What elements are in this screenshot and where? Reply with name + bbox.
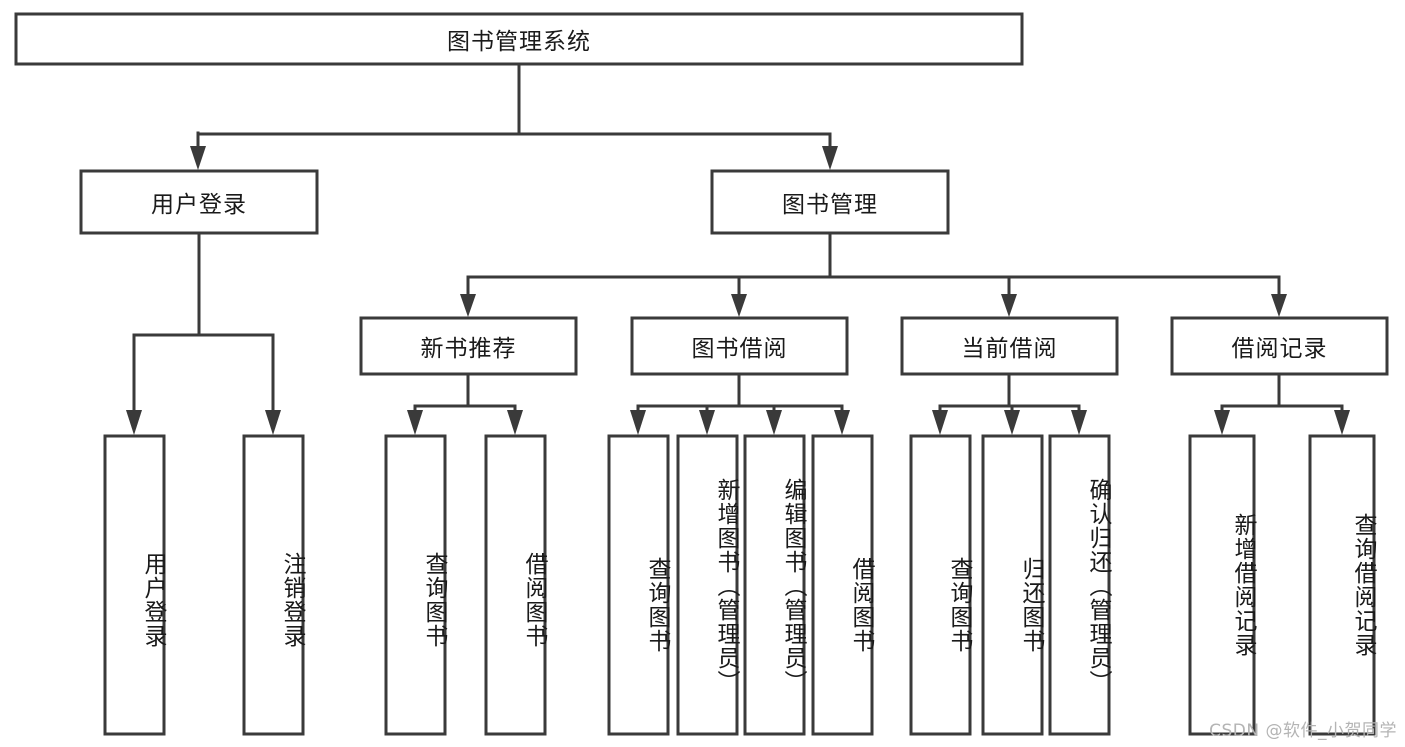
arrowhead-user-login-leaf-2 [265, 410, 281, 435]
arrowhead-current-borrow-leaf-1 [932, 410, 948, 435]
arrowhead-borrow-record-leaf-2 [1334, 410, 1350, 435]
arrowhead-book-borrow-leaf-3 [766, 410, 782, 435]
leaf-box-borrow-book[interactable] [811, 434, 874, 736]
leaf-box-query-borrow-record[interactable] [1308, 434, 1376, 736]
leaf-box-add-book-admin[interactable] [676, 434, 739, 736]
leaf-box-logout[interactable] [242, 434, 305, 736]
arrowhead-book-borrow-leaf-2 [699, 410, 715, 435]
arrowhead-root-to-book-manage [822, 146, 838, 170]
leaf-box-return-book[interactable] [981, 434, 1044, 736]
arrowhead-current-borrow-leaf-3 [1071, 410, 1087, 435]
arrowhead-user-login-leaf-1 [126, 410, 142, 435]
leaf-box-user-login[interactable] [103, 434, 166, 736]
arrowhead-book-manage-new-book [460, 294, 476, 317]
node-new-book-box[interactable] [359, 316, 578, 376]
arrowhead-current-borrow-leaf-2 [1004, 410, 1020, 435]
arrowhead-book-manage-borrow [731, 294, 747, 317]
arrowhead-borrow-record-leaf-1 [1214, 410, 1230, 435]
leaf-box-confirm-return-admin[interactable] [1048, 434, 1111, 736]
node-current-borrow-box[interactable] [900, 316, 1119, 376]
node-book-borrow-box[interactable] [630, 316, 849, 376]
node-book-manage-box[interactable] [710, 169, 950, 235]
node-root-box[interactable] [14, 12, 1024, 66]
leaf-box-query-book-current[interactable] [909, 434, 972, 736]
csdn-watermark: CSDN @软件_小贺同学 [1209, 721, 1397, 741]
arrowhead-root-to-user-login [190, 146, 206, 170]
leaf-box-query-book-borrow[interactable] [607, 434, 670, 736]
arrowhead-book-manage-current-borrow [1001, 294, 1017, 317]
leaf-box-query-book-new[interactable] [384, 434, 447, 736]
leaf-box-borrow-book-new[interactable] [484, 434, 547, 736]
arrowhead-new-book-leaf-2 [507, 410, 523, 435]
leaf-box-edit-book-admin[interactable] [743, 434, 806, 736]
arrowhead-book-manage-borrow-record [1271, 294, 1287, 317]
arrowhead-new-book-leaf-1 [407, 410, 423, 435]
node-borrow-record-box[interactable] [1170, 316, 1389, 376]
leaf-box-add-borrow-record[interactable] [1188, 434, 1256, 736]
arrowhead-book-borrow-leaf-4 [834, 410, 850, 435]
node-user-login-box[interactable] [79, 169, 319, 235]
arrowhead-book-borrow-leaf-1 [630, 410, 646, 435]
